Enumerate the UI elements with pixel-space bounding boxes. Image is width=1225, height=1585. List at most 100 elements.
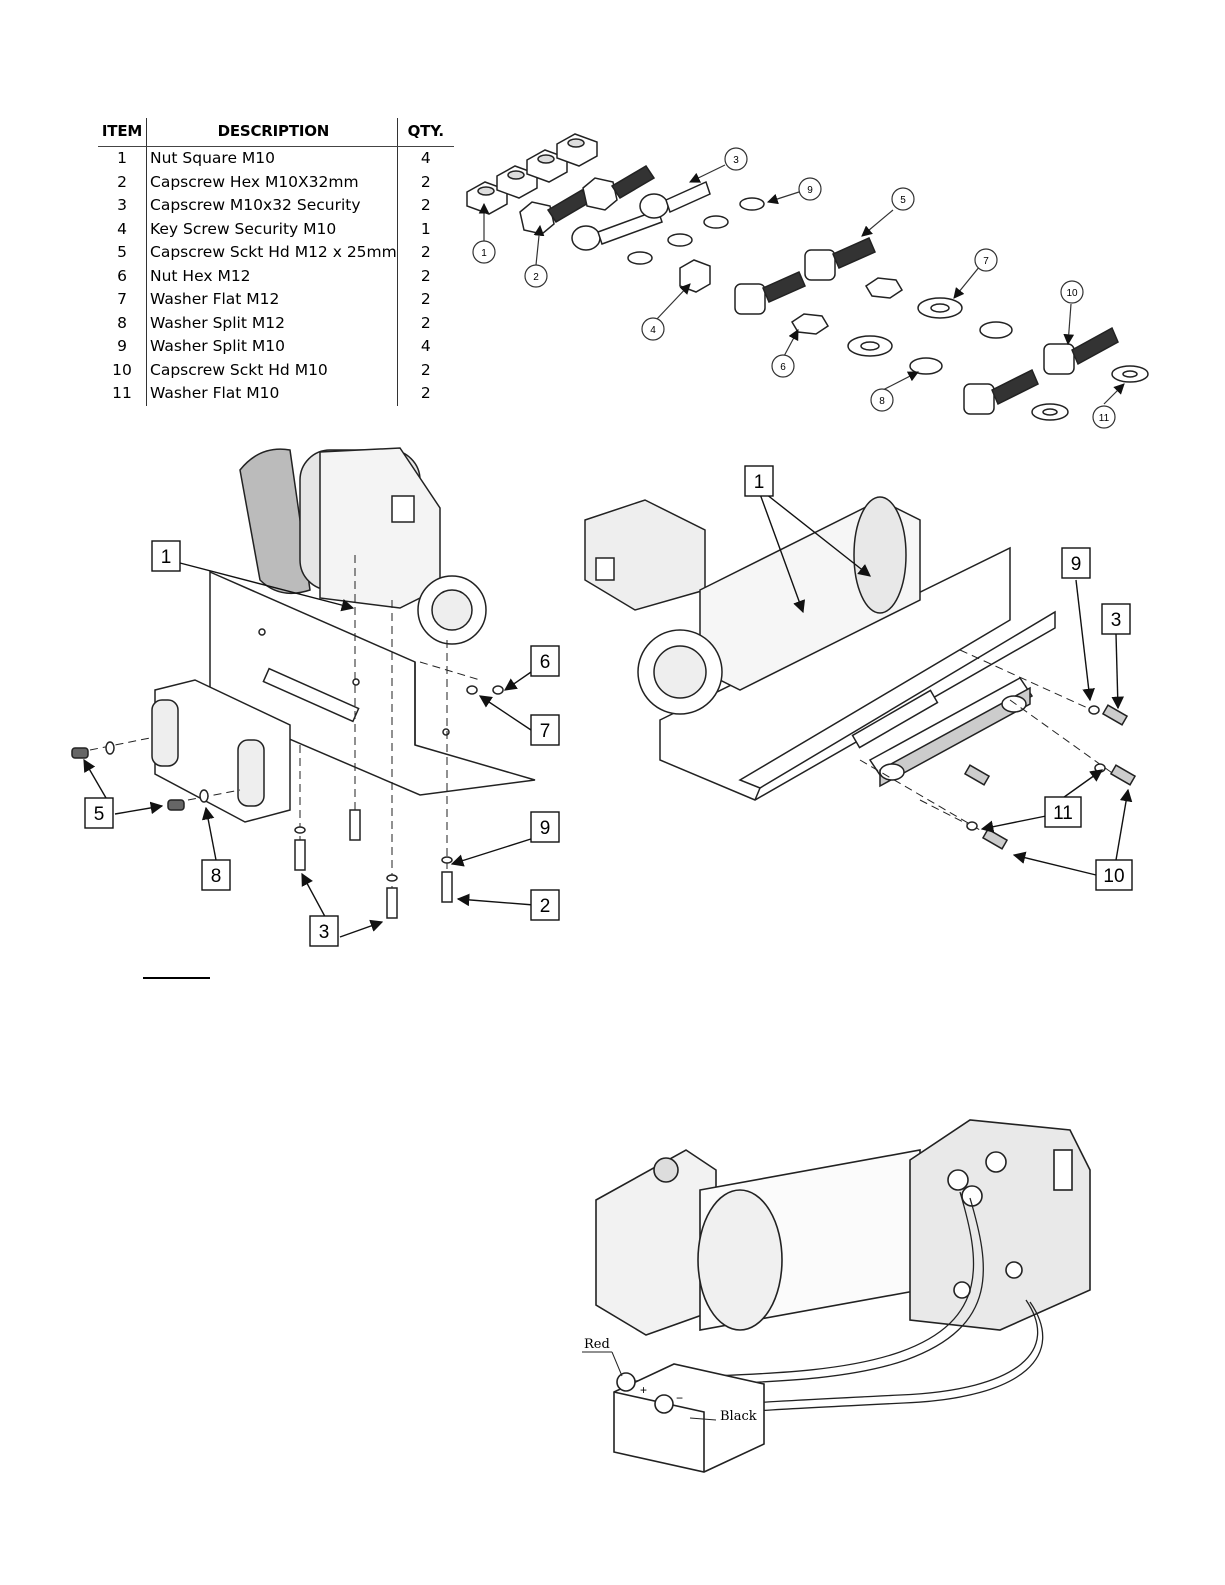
row-item: 3 <box>98 194 147 218</box>
row-qty: 1 <box>420 219 431 238</box>
boxed-callout-9: 9 <box>1061 547 1091 579</box>
callout-label: 10 <box>1103 866 1124 887</box>
circled-callout-11: 11 <box>1092 405 1116 429</box>
callout-label: 3 <box>733 155 739 166</box>
callout-label: 9 <box>540 818 551 839</box>
socket-capscrew-m10-icon <box>963 326 1119 415</box>
roller-fairlead <box>151 679 291 823</box>
row-qty: 2 <box>420 196 431 214</box>
callout-label: 9 <box>807 185 813 196</box>
callout-label: 2 <box>540 896 551 917</box>
row-item: 5 <box>98 241 147 265</box>
assembly-left-callouts: 1 6 7 5 8 9 2 3 <box>83 540 560 947</box>
winch-body-left <box>239 447 487 645</box>
plus-sign-icon: + <box>640 1383 647 1397</box>
callout-label: 7 <box>983 256 989 267</box>
circled-callout-1: 1 <box>472 240 496 264</box>
boxed-callout-9: 9 <box>530 811 560 843</box>
row-qty: 2 <box>420 266 431 285</box>
callout-label: 1 <box>481 248 487 259</box>
header-description: DESCRIPTION <box>146 118 398 147</box>
row-qty: 4 <box>420 149 431 167</box>
circled-callout-4: 4 <box>641 317 665 341</box>
key-screw-icon <box>679 259 711 293</box>
negative-terminal-icon <box>654 1394 674 1414</box>
assembly-right-view <box>584 496 1137 850</box>
socket-capscrew-m12-icon <box>734 237 876 315</box>
callout-label: 6 <box>540 652 551 673</box>
row-qty: 2 <box>420 360 431 379</box>
row-qty: 2 <box>420 243 431 261</box>
callout-label: 4 <box>650 325 656 336</box>
row-item: 8 <box>98 311 147 335</box>
boxed-callout-6: 6 <box>530 645 560 677</box>
boxed-callout-8: 8 <box>201 859 231 891</box>
circled-callout-5: 5 <box>891 187 915 211</box>
mounting-plate-right <box>659 546 1056 801</box>
row-description: Washer Flat M12 <box>146 288 398 312</box>
winch-switch-icon <box>391 495 415 523</box>
row-item: 2 <box>98 170 147 194</box>
row-description: Capscrew Sckt Hd M12 x 25mm <box>146 241 398 265</box>
callout-label: 1 <box>754 472 765 493</box>
split-washer-m12-icon <box>909 321 1013 375</box>
header-item: ITEM <box>98 118 147 147</box>
circled-callout-10: 10 <box>1060 280 1084 304</box>
row-description: Capscrew M10x32 Security <box>146 194 398 218</box>
row-item: 6 <box>98 264 147 288</box>
assembly-dashed-lines-right <box>859 649 1123 831</box>
boxed-callout-1: 1 <box>744 465 774 497</box>
row-description: Capscrew Hex M10X32mm <box>146 170 398 194</box>
assembly-right-callouts: 1 9 3 11 10 <box>744 465 1133 891</box>
row-qty: 2 <box>420 313 431 332</box>
hardware-exploded-view <box>466 133 1149 421</box>
circled-callout-3: 3 <box>724 147 748 171</box>
row-item: 7 <box>98 288 147 312</box>
boxed-callout-11: 11 <box>1044 796 1082 828</box>
hex-capscrew-icon <box>519 164 656 235</box>
row-description: Capscrew Sckt Hd M10 <box>146 358 398 382</box>
capscrew-icon <box>71 747 89 759</box>
circled-callout-2: 2 <box>524 264 548 288</box>
circled-callout-7: 7 <box>974 248 998 272</box>
circled-callout-8: 8 <box>870 388 894 412</box>
callout-label: 8 <box>879 396 885 407</box>
row-description: Washer Split M10 <box>146 335 398 359</box>
row-qty: 2 <box>420 290 431 308</box>
row-description: Key Screw Security M10 <box>146 217 398 241</box>
wiring-diagram: + − Red Black <box>582 1119 1091 1473</box>
black-wire-label: Black <box>720 1409 757 1424</box>
boxed-callout-10: 10 <box>1095 859 1133 891</box>
callout-label: 10 <box>1066 288 1078 299</box>
row-description: Nut Hex M12 <box>146 264 398 288</box>
hawse-fairlead <box>868 677 1034 788</box>
row-description: Nut Square M10 <box>146 146 398 171</box>
winch-switch-icon <box>595 557 615 581</box>
row-qty: 4 <box>420 337 431 355</box>
flat-washer-m10-icon <box>1031 365 1149 421</box>
row-item: 1 <box>98 146 147 171</box>
callout-label: 11 <box>1053 803 1073 824</box>
assembly-left-view <box>71 447 536 919</box>
callout-label: 9 <box>1071 554 1082 575</box>
capscrew-icon <box>167 799 185 811</box>
minus-sign-icon: − <box>676 1391 683 1405</box>
row-item: 9 <box>98 335 147 359</box>
callout-label: 8 <box>211 866 222 887</box>
row-description: Washer Flat M10 <box>146 382 398 406</box>
row-qty: 2 <box>420 384 431 402</box>
split-washer-icon <box>627 197 765 265</box>
boxed-callout-2: 2 <box>530 889 560 921</box>
plate-slot <box>262 667 360 723</box>
boxed-callout-5: 5 <box>84 797 114 829</box>
battery: + − <box>613 1363 765 1473</box>
winch-body-bottom <box>595 1119 1091 1336</box>
circled-callout-9: 9 <box>798 177 822 201</box>
